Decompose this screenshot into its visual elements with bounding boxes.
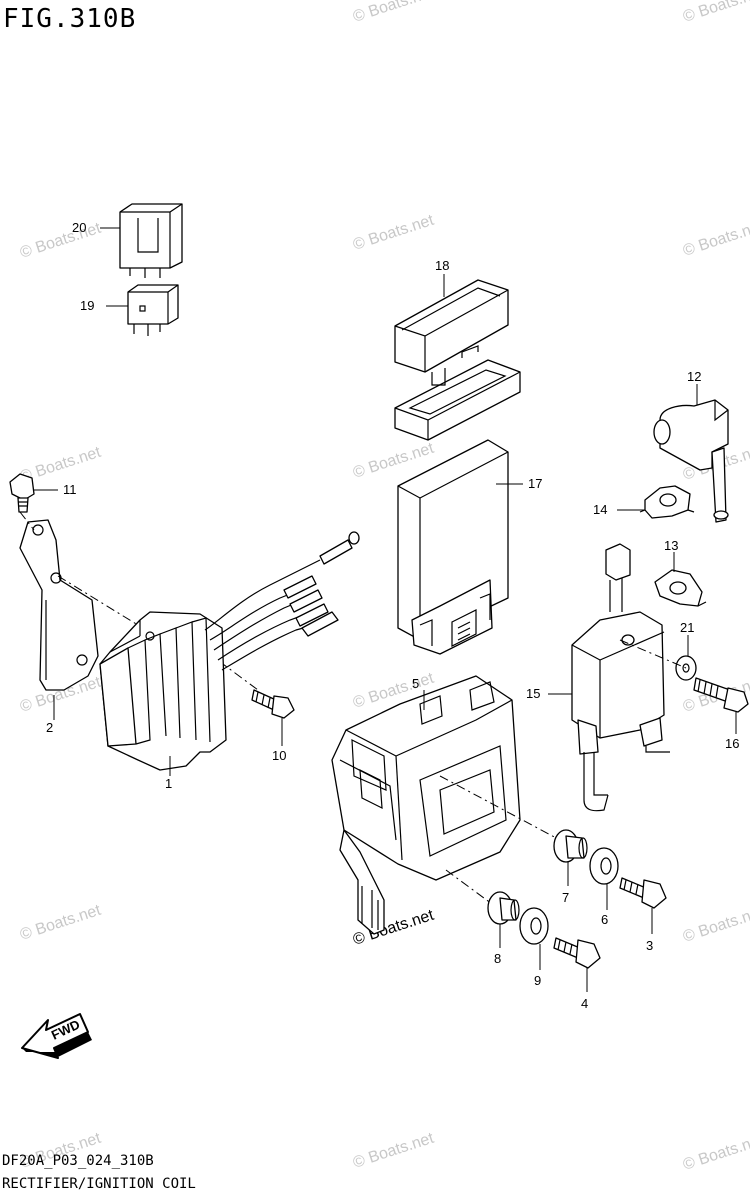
watermarks: © Boats.net © Boats.net © Boats.net © Bo… bbox=[18, 0, 750, 1174]
callout-2: 2 bbox=[46, 720, 53, 735]
callout-14: 14 bbox=[593, 502, 607, 517]
callout-5: 5 bbox=[412, 676, 419, 691]
watermark: © Boats.net bbox=[351, 212, 437, 254]
part-9-grommet[interactable] bbox=[519, 907, 549, 945]
part-5-holder[interactable] bbox=[331, 675, 521, 935]
callout-19: 19 bbox=[80, 298, 94, 313]
part-2-bracket[interactable] bbox=[19, 519, 99, 691]
callout-17: 17 bbox=[528, 476, 542, 491]
part-16-bolt[interactable] bbox=[693, 677, 749, 713]
callout-11: 11 bbox=[63, 482, 77, 497]
callout-16: 16 bbox=[725, 736, 739, 751]
figure-code: DF20A_P03_024_310B bbox=[2, 1153, 154, 1169]
watermark: © Boats.net bbox=[681, 218, 750, 260]
watermark: © Boats.net bbox=[681, 1132, 750, 1174]
figure-title: FIG.310B bbox=[3, 4, 137, 34]
watermark: © Boats.net bbox=[681, 904, 750, 946]
part-14-clamp[interactable] bbox=[639, 485, 695, 519]
part-13-clamp[interactable] bbox=[654, 569, 707, 607]
callout-12: 12 bbox=[687, 369, 701, 384]
part-19-relay[interactable] bbox=[127, 284, 179, 336]
callout-9: 9 bbox=[534, 973, 541, 988]
watermark: © Boats.net bbox=[351, 1130, 437, 1172]
part-4-bolt[interactable] bbox=[553, 937, 601, 969]
part-11-bolt[interactable] bbox=[9, 473, 35, 513]
part-3-bolt[interactable] bbox=[619, 877, 667, 909]
callout-3: 3 bbox=[646, 938, 653, 953]
part-17-ecu[interactable] bbox=[397, 439, 509, 655]
watermark: © Boats.net bbox=[18, 902, 104, 944]
callout-10: 10 bbox=[272, 748, 286, 763]
watermark: © Boats.net bbox=[681, 0, 750, 26]
part-20-relay[interactable] bbox=[119, 203, 183, 278]
callout-15: 15 bbox=[526, 686, 540, 701]
part-12-plug-cap[interactable] bbox=[653, 399, 729, 523]
callout-8: 8 bbox=[494, 951, 501, 966]
part-7-collar[interactable] bbox=[553, 829, 588, 863]
callout-1: 1 bbox=[165, 776, 172, 791]
part-1-rectifier[interactable] bbox=[99, 531, 360, 771]
callout-20: 20 bbox=[72, 220, 86, 235]
part-10-bolt[interactable] bbox=[251, 689, 295, 719]
part-6-grommet[interactable] bbox=[589, 847, 619, 885]
callout-21: 21 bbox=[680, 620, 694, 635]
figure-caption: RECTIFIER/IGNITION COIL bbox=[2, 1176, 196, 1192]
callout-6: 6 bbox=[601, 912, 608, 927]
callout-18: 18 bbox=[435, 258, 449, 273]
part-8-collar[interactable] bbox=[487, 891, 520, 925]
part-18-cover[interactable] bbox=[394, 279, 521, 441]
watermark: © Boats.net bbox=[18, 220, 104, 262]
callout-13: 13 bbox=[664, 538, 678, 553]
fwd-arrow-icon: FWD bbox=[21, 1013, 92, 1059]
callout-7: 7 bbox=[562, 890, 569, 905]
watermark: © Boats.net bbox=[351, 0, 437, 26]
part-15-ignition-coil[interactable] bbox=[571, 543, 670, 812]
callout-4: 4 bbox=[581, 996, 588, 1011]
